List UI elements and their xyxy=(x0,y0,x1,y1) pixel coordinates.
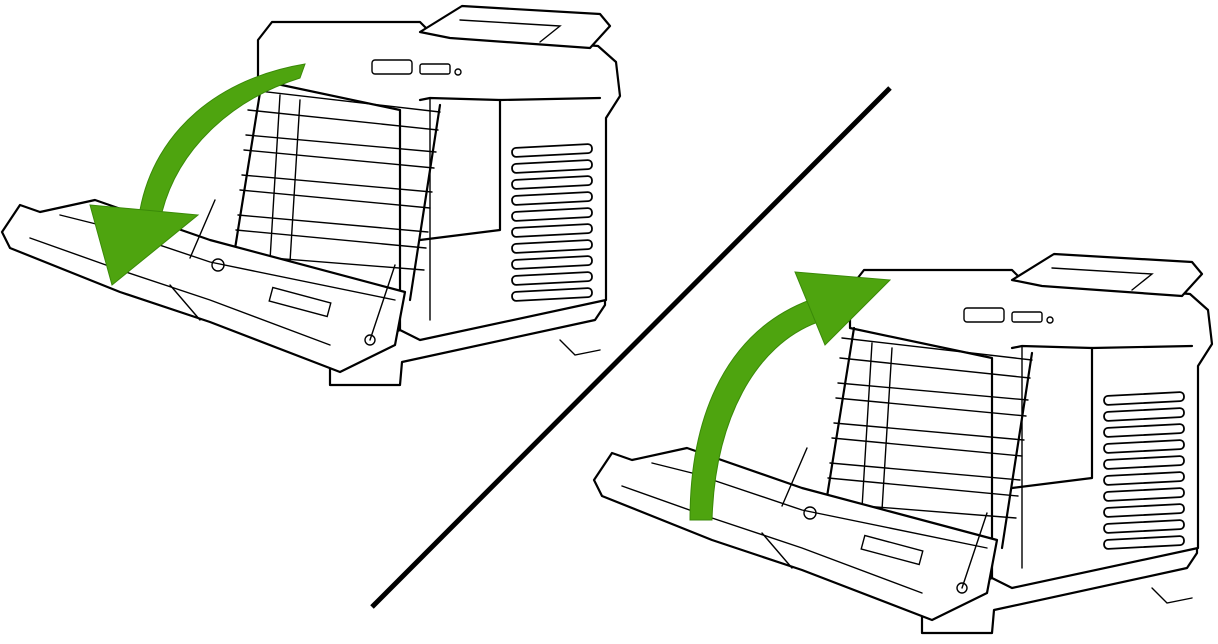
printer-left xyxy=(0,4,622,387)
arrow-down-icon xyxy=(89,63,306,286)
divider-line xyxy=(370,86,892,609)
arrow-up-icon xyxy=(689,271,892,521)
printer-right xyxy=(592,252,1214,635)
